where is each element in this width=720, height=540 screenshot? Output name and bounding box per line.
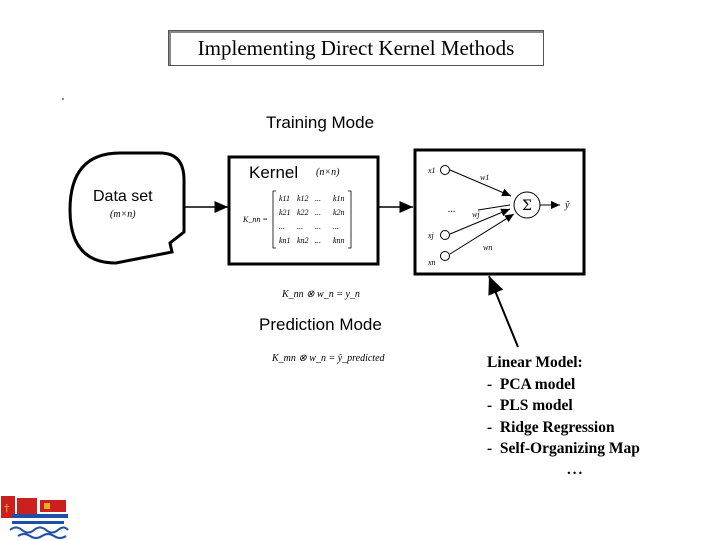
prediction-equation: K_mn ⊗ w_n = ŷ_predicted (271, 353, 386, 364)
matrix-cell: ... (315, 236, 321, 245)
sum-symbol: Σ (522, 198, 532, 214)
kernel-label: Kernel (249, 163, 298, 182)
kernel-matrix-symbol: K_nn = (242, 215, 268, 224)
input-node-xn (440, 251, 450, 261)
logo-band-2 (12, 521, 64, 524)
edge-x1 (449, 169, 512, 197)
matrix-right-bracket (348, 190, 352, 249)
matrix-cell: k11 (279, 194, 290, 203)
logo-cross-glyph: † (4, 502, 10, 515)
logo-crest-left (1, 496, 15, 518)
neuron-node: x1 xj xn ... w1 wj wn Σ ŷ (413, 148, 586, 276)
dataset-dims: (m×n) (110, 209, 136, 220)
weight-wn-label: wn (483, 243, 492, 252)
input-xn-label: xn (427, 258, 436, 267)
kernel-node: Kernel (n×n) K_nn = k11 k12... k1n k21 k22..… (227, 155, 380, 266)
model-list: Linear Model: - PCA model - PLS model - … (487, 352, 640, 460)
slide-title: Implementing Direct Kernel Methods (197, 35, 515, 60)
edge-mid (477, 204, 511, 211)
input-dots: ... (448, 204, 456, 215)
dataset-shape (68, 151, 186, 265)
kernel-dims: (n×n) (316, 167, 340, 178)
logo-crest-right (40, 500, 66, 512)
training-mode-label: Training Mode (266, 113, 374, 132)
matrix-cell: k2n (333, 208, 345, 217)
input-xj-label: xj (427, 231, 435, 240)
institution-logo: † (1, 496, 69, 539)
logo-wave-2 (17, 533, 67, 539)
matrix-cell: ... (333, 222, 339, 231)
model-list-heading: Linear Model: (487, 354, 583, 371)
matrix-cell: k22 (297, 208, 309, 217)
output-label: ŷ (564, 200, 570, 211)
matrix-cell: kn2 (297, 236, 309, 245)
weight-wj-label: wj (472, 210, 480, 219)
model-item-som: - Self-Organizing Map (487, 440, 640, 457)
matrix-cell: ... (279, 222, 285, 231)
input-node-x1 (440, 165, 450, 175)
stray-dot (62, 98, 64, 100)
prediction-mode-label: Prediction Mode (259, 315, 382, 334)
matrix-cell: k21 (279, 208, 291, 217)
matrix-cell: knn (333, 236, 345, 245)
input-node-xj (440, 230, 450, 240)
edge-xn (449, 213, 515, 255)
matrix-cell: k1n (333, 194, 345, 203)
kernel-matrix: k11 k12... k1n k21 k22... k2n............ kn1 k… (279, 194, 345, 245)
matrix-left-bracket (272, 190, 276, 249)
matrix-cell: ... (315, 208, 321, 217)
slide-title-box: Implementing Direct Kernel Methods (168, 30, 544, 66)
model-item-pls: - PLS model (487, 397, 573, 414)
matrix-cell: ... (315, 194, 321, 203)
logo-band-1 (12, 514, 68, 518)
edge-xj (449, 208, 511, 235)
dataset-label: Data set (93, 188, 153, 205)
model-item-pca: - PCA model (487, 375, 576, 393)
dataset-node: Data set (m×n) (68, 151, 186, 265)
matrix-cell: ... (297, 222, 303, 231)
input-x1-label: x1 (427, 166, 436, 175)
logo-crest-mid (17, 498, 37, 514)
kernel-box (227, 155, 380, 266)
matrix-cell: kn1 (279, 236, 291, 245)
matrix-cell: k12 (297, 194, 309, 203)
logo-wave (9, 526, 69, 534)
arrow-models-to-neuron (488, 275, 519, 348)
weight-w1-label: w1 (480, 173, 489, 182)
training-equation: K_nn ⊗ w_n = y_n (281, 289, 360, 300)
matrix-cell: ... (315, 222, 321, 231)
logo-gold-accent (44, 503, 50, 509)
model-item-ridge: - Ridge Regression (487, 418, 615, 436)
model-list-ellipsis: ... (567, 462, 585, 478)
